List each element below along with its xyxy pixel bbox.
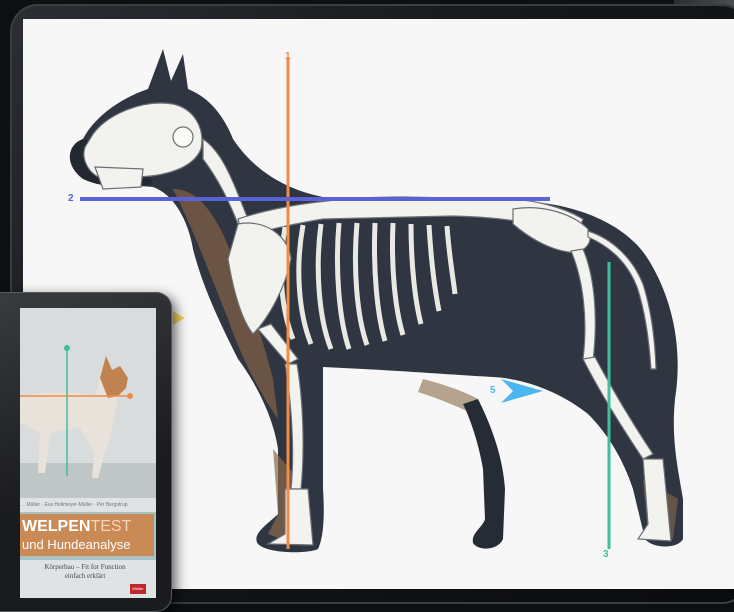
direction-arrow-left [173, 311, 185, 325]
cover-tagline-line-2: einfach erklärt [20, 572, 150, 581]
cover-title: WELPENTEST [22, 518, 131, 536]
guide-label-1: 1 [285, 51, 291, 62]
cover-subtitle: und Hundeanalyse [22, 537, 130, 552]
cover-dog-photo [20, 308, 156, 498]
cover-tagline: Körperbau – Fit for Function einfach erk… [20, 563, 150, 581]
guide-label-5: 5 [490, 385, 496, 396]
guide-label-3: 3 [603, 549, 609, 560]
cover-title-accent: TEST [90, 518, 131, 535]
cover-title-main: WELPEN [22, 518, 90, 535]
cover-tagline-line-1: Körperbau – Fit for Function [20, 563, 150, 572]
guide-label-2: 2 [68, 193, 74, 204]
cover-authors: … Müller · Eva Hollmeyer-Müller · Per Be… [20, 502, 128, 508]
book-cover-screen: … Müller · Eva Hollmeyer-Müller · Per Be… [20, 308, 156, 598]
